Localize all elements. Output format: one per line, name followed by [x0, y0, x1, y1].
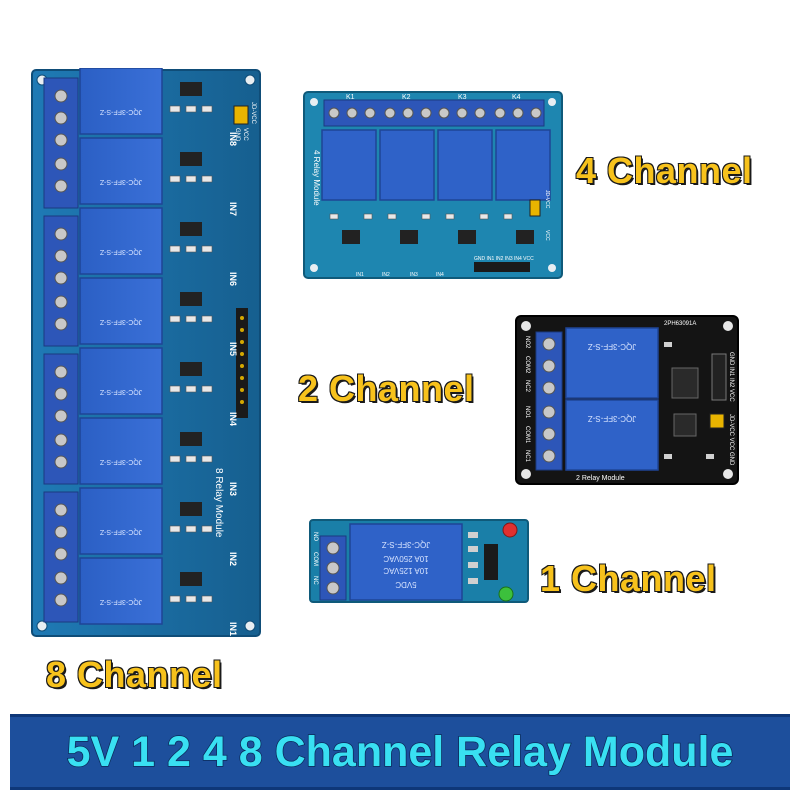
relay-text: JQC-3FF-S-Z — [99, 598, 142, 605]
terminal-label: COM — [312, 552, 318, 566]
relay-text: JQC-3FF-S-Z — [588, 342, 637, 351]
label-1-channel: 1 Channel — [539, 557, 717, 600]
relay-text: JQC-3FF-S-Z — [99, 528, 142, 535]
board-code: 2PH63091A — [664, 321, 696, 327]
input-label: IN3 — [228, 482, 238, 496]
pin-row-label: GND IN1 IN2 IN3 IN4 VCC — [474, 256, 534, 262]
terminal-label: COM2 — [524, 356, 530, 374]
input-label: IN4 — [228, 412, 238, 426]
banner-title: 5V 1 2 4 8 Channel Relay Module — [66, 727, 734, 777]
relay-text: JQC-3FF-S-Z — [382, 540, 431, 549]
eight-channel-relay-board: JQC-3FF-S-Z JQC-3FF-S-Z JQC-3FF-S-Z JQC-… — [31, 68, 261, 637]
relay-text: 10A 125VAC — [383, 566, 428, 575]
relay-text: JQC-3FF-S-Z — [99, 458, 142, 465]
power-pin-label: GND — [234, 128, 240, 142]
relay-text: JQC-3FF-S-Z — [99, 318, 142, 325]
input-label: IN7 — [228, 202, 238, 216]
module-title: 2 Relay Module — [576, 475, 625, 482]
jumper-label: JD-VCC — [544, 190, 550, 209]
module-title: 8 Relay Module — [213, 468, 224, 538]
input-label: IN2 — [382, 272, 390, 278]
input-label: IN4 — [436, 272, 444, 278]
title-banner: 5V 1 2 4 8 Channel Relay Module — [0, 706, 800, 800]
one-channel-relay-board: NO COM NC JQC-3FF-S-Z 10A 250VAC 10A 125… — [309, 519, 529, 603]
input-label: IN2 — [228, 552, 238, 566]
input-label: IN1 — [356, 272, 364, 278]
power-pin-label: JD-VCC — [250, 102, 256, 125]
relay-label: K3 — [458, 94, 467, 101]
terminal-label: NO1 — [524, 406, 530, 419]
input-label: IN6 — [228, 272, 238, 286]
relay-text: JQC-3FF-S-Z — [99, 388, 142, 395]
terminal-label: NO — [312, 532, 318, 541]
terminal-label: COM1 — [524, 426, 530, 444]
label-2-channel: 2 Channel — [297, 367, 475, 410]
terminal-label: NC — [312, 576, 318, 585]
terminal-label: NC2 — [524, 380, 530, 393]
relay-text: 5VDC — [395, 580, 417, 589]
input-label: IN5 — [228, 342, 238, 356]
label-4-channel: 4 Channel — [575, 149, 753, 192]
four-channel-relay-board: K1 K2 K3 K4 4 Relay Module IN1 IN2 IN3 I… — [303, 91, 563, 279]
relay-text: JQC-3FF-S-Z — [588, 414, 637, 423]
vcc-label: VCC — [544, 230, 550, 241]
terminal-label: NO2 — [524, 336, 530, 349]
title-banner-bar: 5V 1 2 4 8 Channel Relay Module — [10, 714, 790, 790]
relay-label: K1 — [346, 94, 355, 101]
relay-text: 10A 250VAC — [383, 554, 428, 563]
terminal-label: NC1 — [524, 450, 530, 463]
input-label: IN8 — [228, 132, 238, 146]
label-8-channel: 8 Channel — [45, 653, 223, 696]
power-pin-label: VCC — [242, 128, 248, 141]
relay-text: JQC-3FF-S-Z — [99, 178, 142, 185]
two-channel-relay-board: 2PH63091A JQC-3FF-S-Z JQC-3FF-S-Z NO2 CO… — [515, 315, 739, 485]
jumper-label: JD-VCC VCC GND — [728, 414, 734, 466]
relay-label: K4 — [512, 94, 521, 101]
pin-label: GND IN1 IN2 VCC — [728, 352, 734, 402]
relay-text: JQC-3FF-S-Z — [99, 248, 142, 255]
relay-label: K2 — [402, 94, 411, 101]
module-title: 4 Relay Module — [312, 150, 321, 206]
relay-text: JQC-3FF-S-Z — [99, 108, 142, 115]
input-label: IN3 — [410, 272, 418, 278]
input-label: IN1 — [228, 622, 238, 636]
